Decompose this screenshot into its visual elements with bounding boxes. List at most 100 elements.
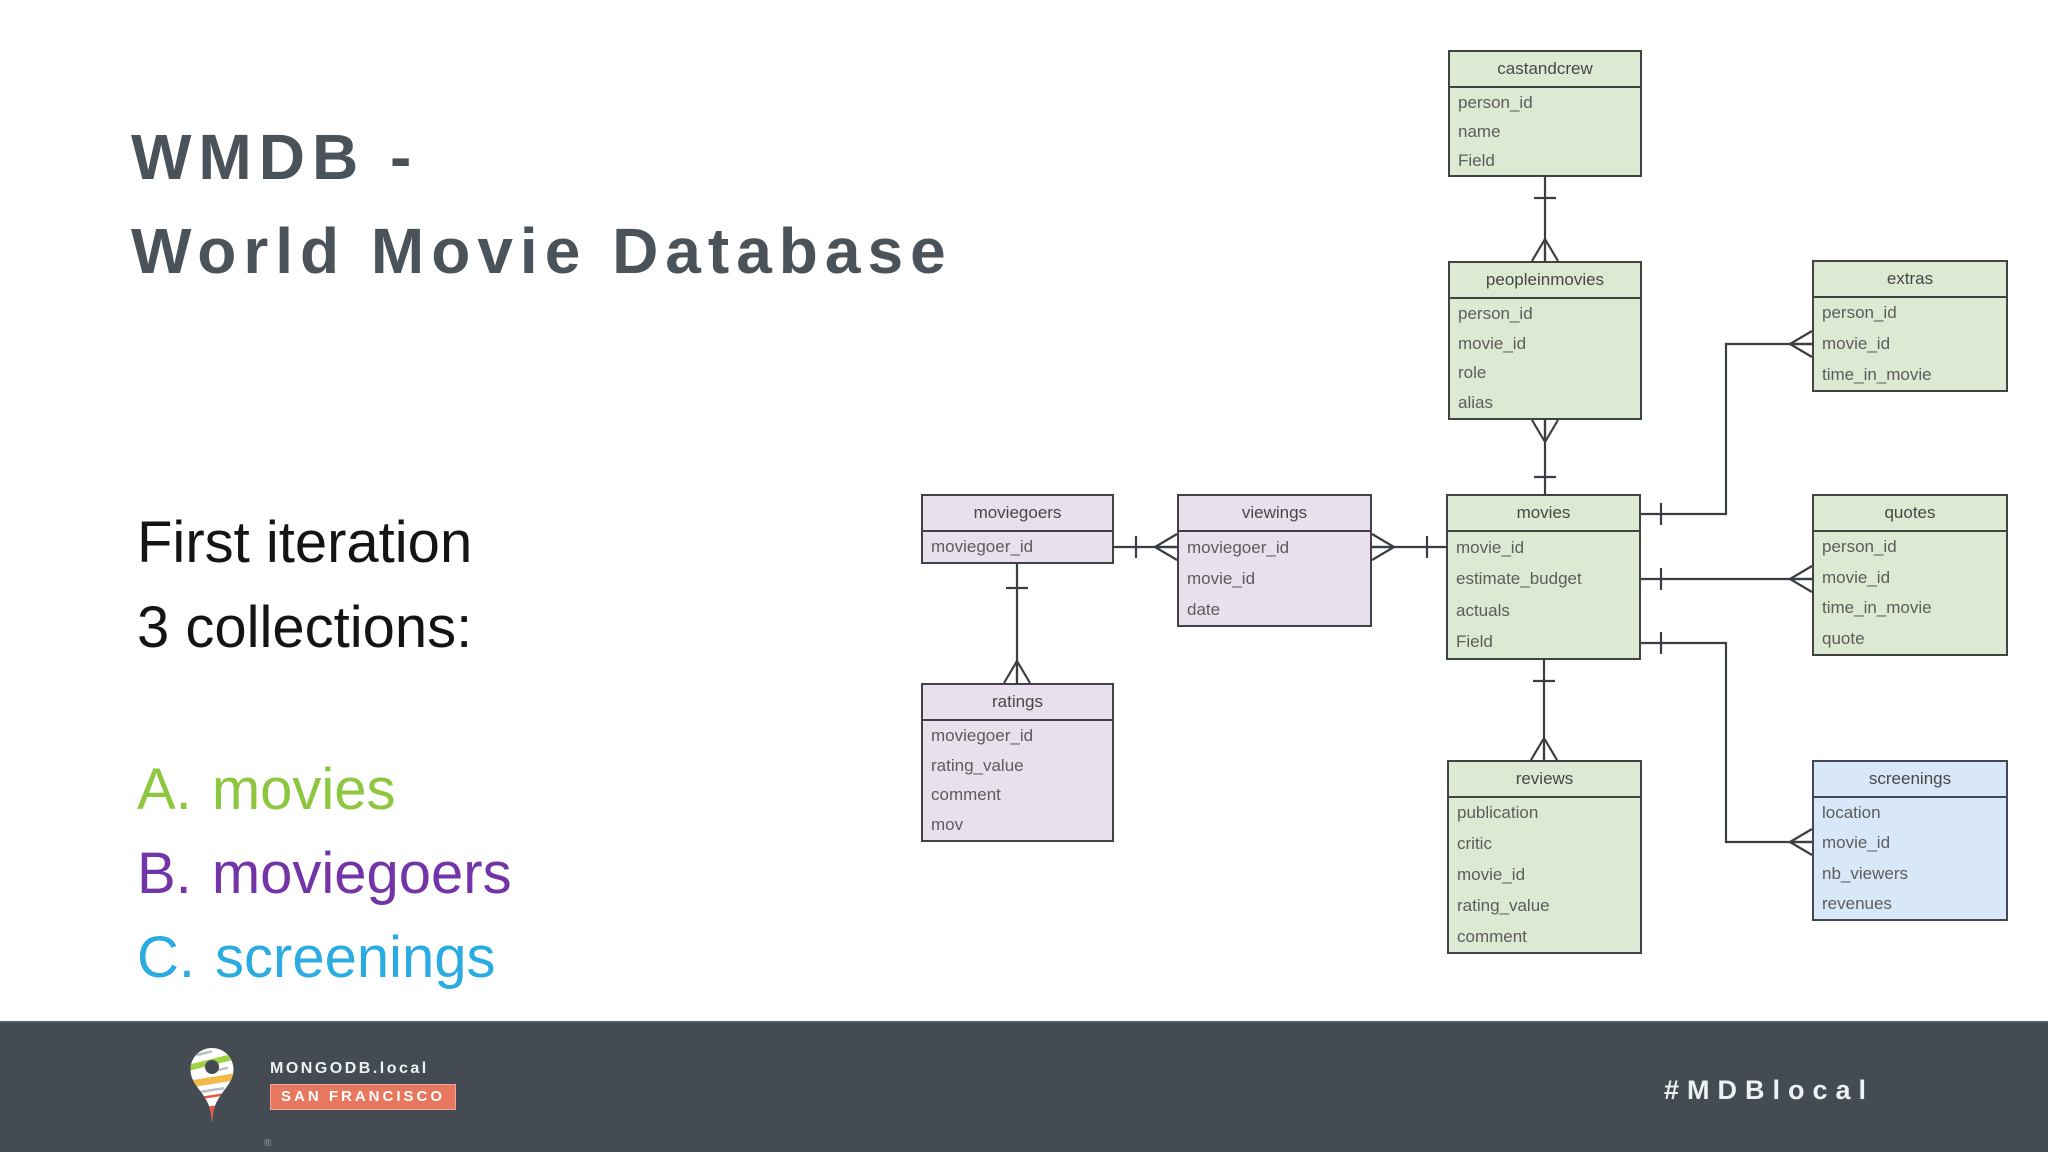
mongodb-local-logo: ® MONGODB.local SAN FRANCISCO	[188, 1046, 457, 1149]
connector-movies-quotes-crow-foot	[1789, 565, 1813, 593]
list-item-screenings-letter: C.	[137, 925, 195, 990]
footer-bar: ® MONGODB.local SAN FRANCISCO #MDBlocal	[0, 1021, 2048, 1152]
entity-field-extras-time_in_movie: time_in_movie	[1822, 364, 1932, 384]
list-item-moviegoers: B. moviegoers	[137, 832, 512, 916]
slide-title-line1: WMDB -	[131, 121, 419, 193]
entity-field-movies-movie_id: movie_id	[1456, 537, 1525, 557]
entity-title-reviews: reviews	[1449, 762, 1640, 798]
entity-field-quotes-time_in_movie: time_in_movie	[1822, 598, 1932, 618]
connector-viewings-movies-crow-foot	[1371, 533, 1395, 561]
slide-canvas: WMDB - World Movie Database First iterat…	[131, 50, 2008, 1000]
entity-field-quotes-quote: quote	[1822, 628, 1865, 648]
entity-field-extras-movie_id: movie_id	[1822, 334, 1891, 353]
entity-field-viewings-movie_id: movie_id	[1187, 568, 1256, 588]
entity-field-ratings-comment: comment	[931, 785, 1001, 805]
entity-field-quotes-movie_id: movie_id	[1822, 567, 1891, 587]
entity-field-ratings-rating_value: rating_value	[931, 755, 1024, 775]
connector-castandcrew-peopleinmovies-crow-foot	[1531, 238, 1559, 262]
brand-badge: SAN FRANCISCO	[270, 1084, 457, 1110]
entity-title-screenings: screenings	[1814, 762, 2006, 798]
list-item-movies-text: movies	[211, 757, 396, 822]
entity-field-reviews-movie_id: movie_id	[1457, 864, 1526, 884]
slide-title-line2: World Movie Database	[131, 215, 953, 287]
entity-field-viewings-date: date	[1187, 599, 1221, 619]
entity-field-reviews-comment: comment	[1457, 926, 1527, 946]
collection-list: A. movies B. moviegoers C. screenings	[137, 748, 512, 1000]
entity-field-extras-person_id: person_id	[1822, 303, 1897, 323]
connector-moviegoers-viewings-crow-foot	[1154, 533, 1178, 561]
list-item-movies: A. movies	[137, 748, 512, 832]
entity-field-ratings-mov: mov	[931, 815, 964, 835]
entity-title-peopleinmovies: peopleinmovies	[1450, 263, 1640, 299]
entity-field-movies-actuals: actuals	[1456, 600, 1510, 620]
list-item-screenings: C. screenings	[137, 916, 512, 1000]
entity-field-quotes-person_id: person_id	[1822, 537, 1897, 557]
entity-reviews: reviews publication critic movie_id rating_v…	[1447, 760, 1642, 954]
hashtag: #MDBlocal	[1664, 1075, 1875, 1105]
entity-title-extras: extras	[1814, 262, 2006, 298]
entity-title-castandcrew: castandcrew	[1450, 52, 1640, 88]
entity-field-reviews-rating_value: rating_value	[1457, 895, 1550, 915]
mongodb-pin-icon: ®	[188, 1046, 271, 1149]
entity-fields-extras: person_id movie_id time_in_movie	[1814, 298, 2006, 390]
entity-field-viewings-moviegoer_id: moviegoer_id	[1187, 537, 1290, 557]
brand-block: MONGODB.local SAN FRANCISCO	[270, 1060, 457, 1110]
connector-movies-reviews-crow-foot	[1530, 737, 1558, 761]
entity-field-castandcrew-person_id: person_id	[1458, 92, 1533, 112]
entity-title-ratings: ratings	[923, 685, 1112, 721]
entity-title-movies: movies	[1448, 496, 1639, 532]
entity-field-reviews-critic: critic	[1457, 834, 1492, 854]
entity-field-movies-estimate_budget: estimate_budget	[1456, 569, 1582, 589]
entity-field-peopleinmovies-alias: alias	[1458, 393, 1493, 413]
entity-fields-moviegoers: moviegoer_id	[923, 532, 1112, 562]
entity-field-screenings-location: location	[1822, 803, 1881, 823]
list-item-moviegoers-text: moviegoers	[211, 841, 512, 906]
connector-moviegoers-ratings-crow-foot	[1003, 660, 1031, 684]
entity-field-moviegoers-moviegoer_id: moviegoer_id	[931, 537, 1034, 556]
entity-field-castandcrew-Field: Field	[1458, 150, 1495, 170]
intro-text-line2: 3 collections:	[137, 595, 473, 660]
connector-movies-screenings-line	[1641, 641, 1812, 844]
brand-text: MONGODB.local	[270, 1060, 429, 1077]
entity-field-peopleinmovies-movie_id: movie_id	[1458, 333, 1527, 353]
connector-movies-extras-crow-foot	[1789, 330, 1813, 358]
intro-text-line1: First iteration	[137, 510, 473, 575]
slide-title: WMDB - World Movie Database	[131, 110, 953, 298]
entity-title-viewings: viewings	[1179, 496, 1370, 532]
entity-title-quotes: quotes	[1814, 496, 2006, 532]
registered-mark: ®	[264, 1138, 272, 1149]
connector-movies-screenings-crow-foot	[1789, 828, 1813, 856]
connector-peopleinmovies-movies-crow-foot	[1531, 419, 1559, 443]
entity-moviegoers: moviegoers moviegoer_id	[921, 494, 1114, 564]
entity-field-screenings-movie_id: movie_id	[1822, 833, 1891, 853]
entity-title-moviegoers: moviegoers	[923, 496, 1112, 532]
entity-field-castandcrew-name: name	[1458, 121, 1501, 141]
list-item-movies-letter: A.	[137, 757, 192, 822]
entity-field-screenings-nb_viewers: nb_viewers	[1822, 863, 1908, 883]
list-item-screenings-text: screenings	[215, 925, 496, 990]
entity-field-movies-Field: Field	[1456, 632, 1493, 652]
intro-text: First iteration 3 collections:	[137, 500, 472, 670]
entity-field-peopleinmovies-role: role	[1458, 363, 1487, 383]
entity-extras: extras person_id movie_id time_in_movie	[1812, 260, 2008, 392]
entity-field-peopleinmovies-person_id: person_id	[1458, 303, 1533, 323]
entity-field-ratings-moviegoer_id: moviegoer_id	[931, 725, 1034, 745]
entity-field-reviews-publication: publication	[1457, 803, 1539, 823]
list-item-moviegoers-letter: B.	[137, 841, 192, 906]
